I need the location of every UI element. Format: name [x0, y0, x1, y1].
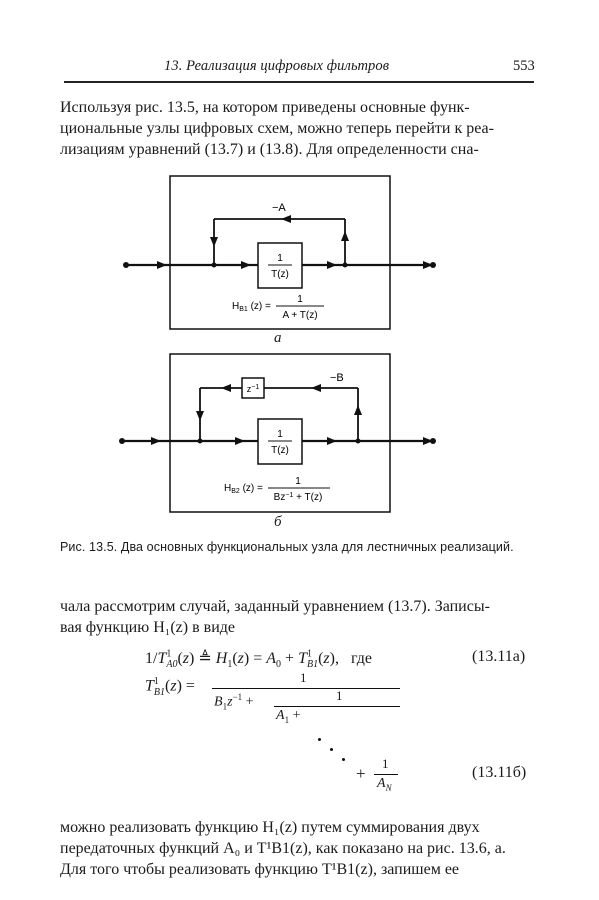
diagram-b-formula-den: Bz−1 + T(z) [274, 492, 323, 503]
figure-caption: Рис. 13.5. Два основных функциональных у… [60, 540, 514, 554]
equation-13-11b-lhs: T1B1(z) = [145, 676, 195, 698]
node-dot [211, 262, 217, 268]
node-dot [430, 438, 436, 444]
cf-tail-bar [374, 774, 398, 775]
cf-den-1: B1z−1 + [214, 692, 254, 712]
equation-number-a: (13.11a) [472, 648, 526, 665]
diagram-b-block-den: T(z) [271, 445, 289, 456]
cf-tail-den: AN [377, 776, 392, 793]
figure-sublabel-b: б [274, 514, 282, 530]
node-dot [123, 262, 129, 268]
diagram-b-feedback-label: −B [330, 372, 344, 384]
diagram-b-delay-label: z−1 [247, 384, 260, 394]
node-dot [355, 438, 361, 444]
figure-sublabel-a: а [274, 330, 282, 346]
text-line: передаточных функций A₀ и T¹B1(z), как п… [60, 840, 506, 857]
text-line: можно реализовать функцию H₁(z) путем су… [60, 819, 480, 836]
cf-num-1: 1 [300, 670, 307, 685]
diagram-a-block-den: T(z) [271, 269, 289, 280]
body-paragraph: чала рассмотрим случай, заданный уравнен… [60, 596, 535, 638]
equation-number-b: (13.11б) [472, 764, 527, 781]
header-rule [64, 81, 534, 83]
cf-den-2: A1 + [276, 708, 301, 725]
diagram-a-frame [169, 175, 391, 330]
node-dot [342, 262, 348, 268]
cf-fraction-bar-2 [274, 706, 400, 707]
figure-13-5: −A 1 T(z) HB1 (z) = 1 A + T(z) z−1 −B 1 … [119, 175, 436, 513]
closing-paragraph: можно реализовать функцию H₁(z) путем су… [60, 817, 535, 880]
text-line: вая функцию H₁(z) в виде [60, 619, 235, 636]
diagram-b-block-num: 1 [277, 429, 283, 440]
cf-ellipsis-dot [330, 748, 333, 751]
diagram-b-formula-num: 1 [295, 476, 301, 487]
text-line: Для того чтобы реализовать функцию T¹B1(… [60, 861, 460, 878]
equation-13-11a: 1/T1A0(z) ≜ H1(z) = A0 + T1B1(z), где [145, 648, 372, 671]
diagram-a-formula-num: 1 [297, 294, 303, 305]
intro-paragraph: Используя рис. 13.5, на котором приведен… [60, 97, 535, 160]
running-header-title: 13. Реализация цифровых фильтров [164, 58, 390, 74]
node-dot [197, 438, 203, 444]
cf-fraction-bar-1 [212, 688, 400, 689]
node-dot [119, 438, 125, 444]
cf-num-2: 1 [336, 688, 343, 703]
cf-ellipsis-dot [342, 758, 345, 761]
text-line: лизациям уравнений (13.7) и (13.8). Для … [60, 141, 479, 158]
diagram-a-formula-den: A + T(z) [282, 310, 317, 321]
text-line: Используя рис. 13.5, на котором приведен… [60, 99, 470, 116]
cf-tail-plus: + [356, 764, 366, 783]
node-dot [430, 262, 436, 268]
text-line: циональные узлы цифровых схем, можно теп… [60, 120, 494, 137]
diagram-a-block-num: 1 [277, 253, 283, 264]
diagram-a-feedback-label: −A [272, 202, 286, 214]
text-line: чала рассмотрим случай, заданный уравнен… [60, 598, 490, 615]
diagram-b-formula-lhs: HB2 (z) = [224, 483, 263, 495]
page-number: 553 [513, 58, 535, 74]
diagram-b-delay-block [241, 377, 265, 399]
diagram-a-formula-lhs: HB1 (z) = [232, 301, 271, 313]
cf-ellipsis-dot [318, 738, 321, 741]
cf-tail-num: 1 [382, 756, 389, 771]
diagram-b-frame [169, 353, 391, 513]
